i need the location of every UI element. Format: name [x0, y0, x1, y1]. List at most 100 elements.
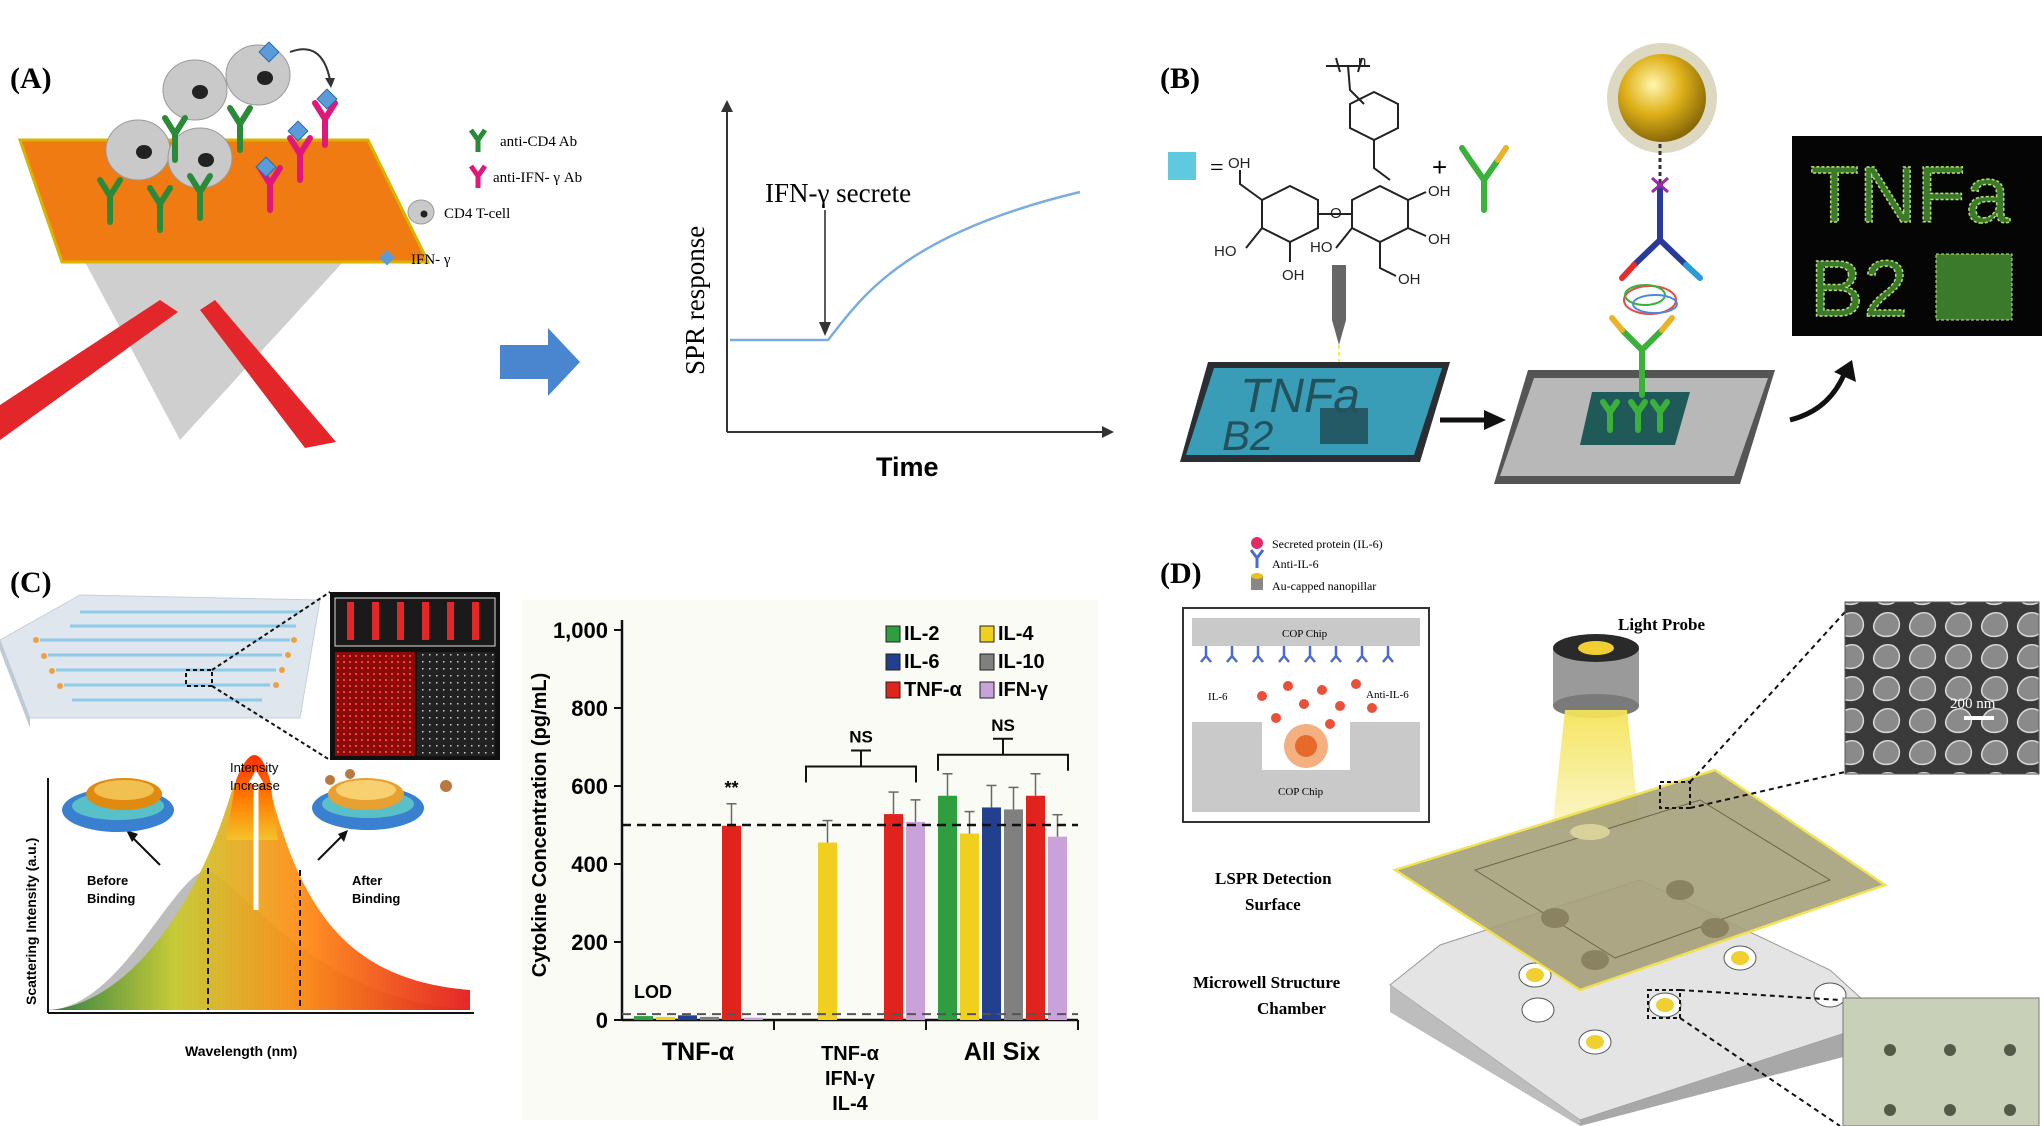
legend-label: IL-10 [998, 651, 1045, 673]
legend-swatch [979, 653, 995, 671]
microwell-label-2: Chamber [1257, 999, 1326, 1018]
bar-il-6 [982, 807, 1001, 1020]
chip-text-2: B2 [1222, 412, 1273, 459]
sem-inset: 200 nm [1844, 601, 2040, 775]
ifn-molecules [255, 41, 338, 178]
bar-il-10 [700, 1016, 719, 1020]
legend-secreted: Secreted protein (IL-6) [1272, 537, 1383, 551]
panel-b: (B) = n OH HO OH OH OH OH [1160, 43, 2042, 484]
printing-tip [1332, 265, 1346, 345]
microwell-label-1: Microwell Structure [1193, 973, 1341, 992]
legend-label: IL-6 [904, 651, 940, 673]
after-label-1: After [352, 873, 382, 888]
bar-il-4 [960, 833, 979, 1020]
result-text-1: TNFa [1810, 150, 2011, 239]
panel-c: (C) [0, 566, 1098, 1120]
bar-il-6 [678, 1015, 697, 1020]
bar-il-4 [656, 1016, 675, 1020]
oh-label-1: OH [1228, 155, 1251, 172]
ho-label-2: HO [1310, 239, 1333, 256]
legend-cd4-cell: CD4 T-cell [444, 206, 510, 222]
fluorescence-result: TNFa B2 [1792, 136, 2042, 336]
panel-a-label: (A) [10, 62, 52, 95]
before-label-1: Before [87, 873, 128, 888]
lspr-label-1: LSPR Detection [1215, 869, 1332, 888]
panel-b-label: (B) [1160, 62, 1200, 95]
legend-swatch [885, 681, 901, 699]
process-arrow [500, 328, 580, 396]
oh-label-5: OH [1398, 271, 1421, 288]
microfluidic-chip [0, 591, 331, 761]
panel-a-legend: anti-CD4 Ab anti-IFN- γ Ab CD4 T-cell IF… [379, 128, 582, 268]
spr-plot: IFN-γ secrete SPR response Time [680, 100, 1114, 482]
well-inset: COP Chip IL-6 Anti-IL-6 COP Chip [1182, 607, 1430, 823]
lspr-label-2: Surface [1245, 895, 1301, 914]
bar-tnf- [722, 825, 741, 1020]
inset-anti: Anti-IL-6 [1366, 689, 1409, 701]
antigen-tangle [1623, 284, 1678, 315]
bar-ifn- [744, 1017, 763, 1020]
light-probe: Light Probe [1552, 615, 1706, 830]
scale-bar-label: 200 nm [1950, 696, 1996, 712]
spr-curve [730, 190, 1081, 342]
y-tick-label: 1,000 [553, 618, 608, 643]
x-category-label: TNF-α [662, 1038, 735, 1066]
oh-label-2: OH [1282, 267, 1305, 284]
sugar-structure [1239, 57, 1427, 277]
plus-sign: + [1432, 152, 1447, 182]
microscopy-inset [330, 592, 500, 760]
light-probe-label: Light Probe [1618, 615, 1706, 634]
legend-ifn: IFN- γ [411, 252, 451, 268]
cd4-cells [105, 44, 291, 189]
panel-d: (D) Secreted protein (IL-6) Anti-IL-6 Au… [1160, 537, 2040, 1126]
flow-arrow-2 [1789, 371, 1848, 423]
bar-tnf- [884, 814, 903, 1020]
x-category-label: IFN-γ [825, 1068, 876, 1090]
gold-nanoparticle [1618, 54, 1706, 142]
ns-label: NS [991, 716, 1015, 735]
o-label: O [1330, 205, 1342, 222]
chip-assay [1494, 370, 1775, 484]
chip-text-1: TNFa [1240, 370, 1360, 423]
spectrum-ylabel: Scattering Intensity (a.u.) [23, 838, 39, 1005]
prism [85, 262, 343, 440]
y-tick-label: 200 [571, 930, 608, 955]
x-category-label: All Six [964, 1038, 1041, 1066]
legend-anti: Anti-IL-6 [1272, 557, 1319, 571]
legend-label: IL-4 [998, 623, 1034, 645]
panel-a: (A) [0, 41, 1114, 482]
oh-label-3: OH [1428, 183, 1451, 200]
lod-label: LOD [634, 982, 672, 1002]
y-axis-label: Cytokine Concentration (pg/mL) [529, 673, 551, 977]
panel-d-label: (D) [1160, 557, 1202, 590]
x-category-label: TNF-α [821, 1043, 880, 1065]
y-tick-label: 800 [571, 696, 608, 721]
monomer-square [1168, 152, 1196, 180]
equals-sign: = [1210, 155, 1224, 181]
significance-label: ** [724, 778, 738, 798]
bar-il-2 [938, 795, 957, 1020]
laser-out [200, 300, 336, 448]
after-label-2: Binding [352, 891, 400, 906]
bar-ifn- [1048, 836, 1067, 1020]
bar-tnf- [1026, 795, 1045, 1020]
spr-ylabel: SPR response [680, 226, 710, 375]
inset-top-chip: COP Chip [1282, 628, 1328, 640]
result-text-2: B2 [1810, 244, 1908, 333]
legend-anti-ifn: anti-IFN- γ Ab [493, 170, 582, 186]
laser-in [0, 300, 178, 440]
y-tick-label: 400 [571, 852, 608, 877]
legend-swatch [885, 625, 901, 643]
inset-bottom-chip: COP Chip [1278, 786, 1324, 798]
bar-il-2 [634, 1016, 653, 1020]
x-category-label: IL-4 [832, 1093, 868, 1115]
panel-c-label: (C) [10, 566, 52, 599]
legend-swatch [979, 625, 995, 643]
capture-antibodies [1600, 182, 1703, 433]
subscript-n: n [1358, 53, 1366, 70]
before-label-2: Binding [87, 891, 135, 906]
ho-label-1: HO [1214, 243, 1237, 260]
chart-background [522, 600, 1098, 1120]
